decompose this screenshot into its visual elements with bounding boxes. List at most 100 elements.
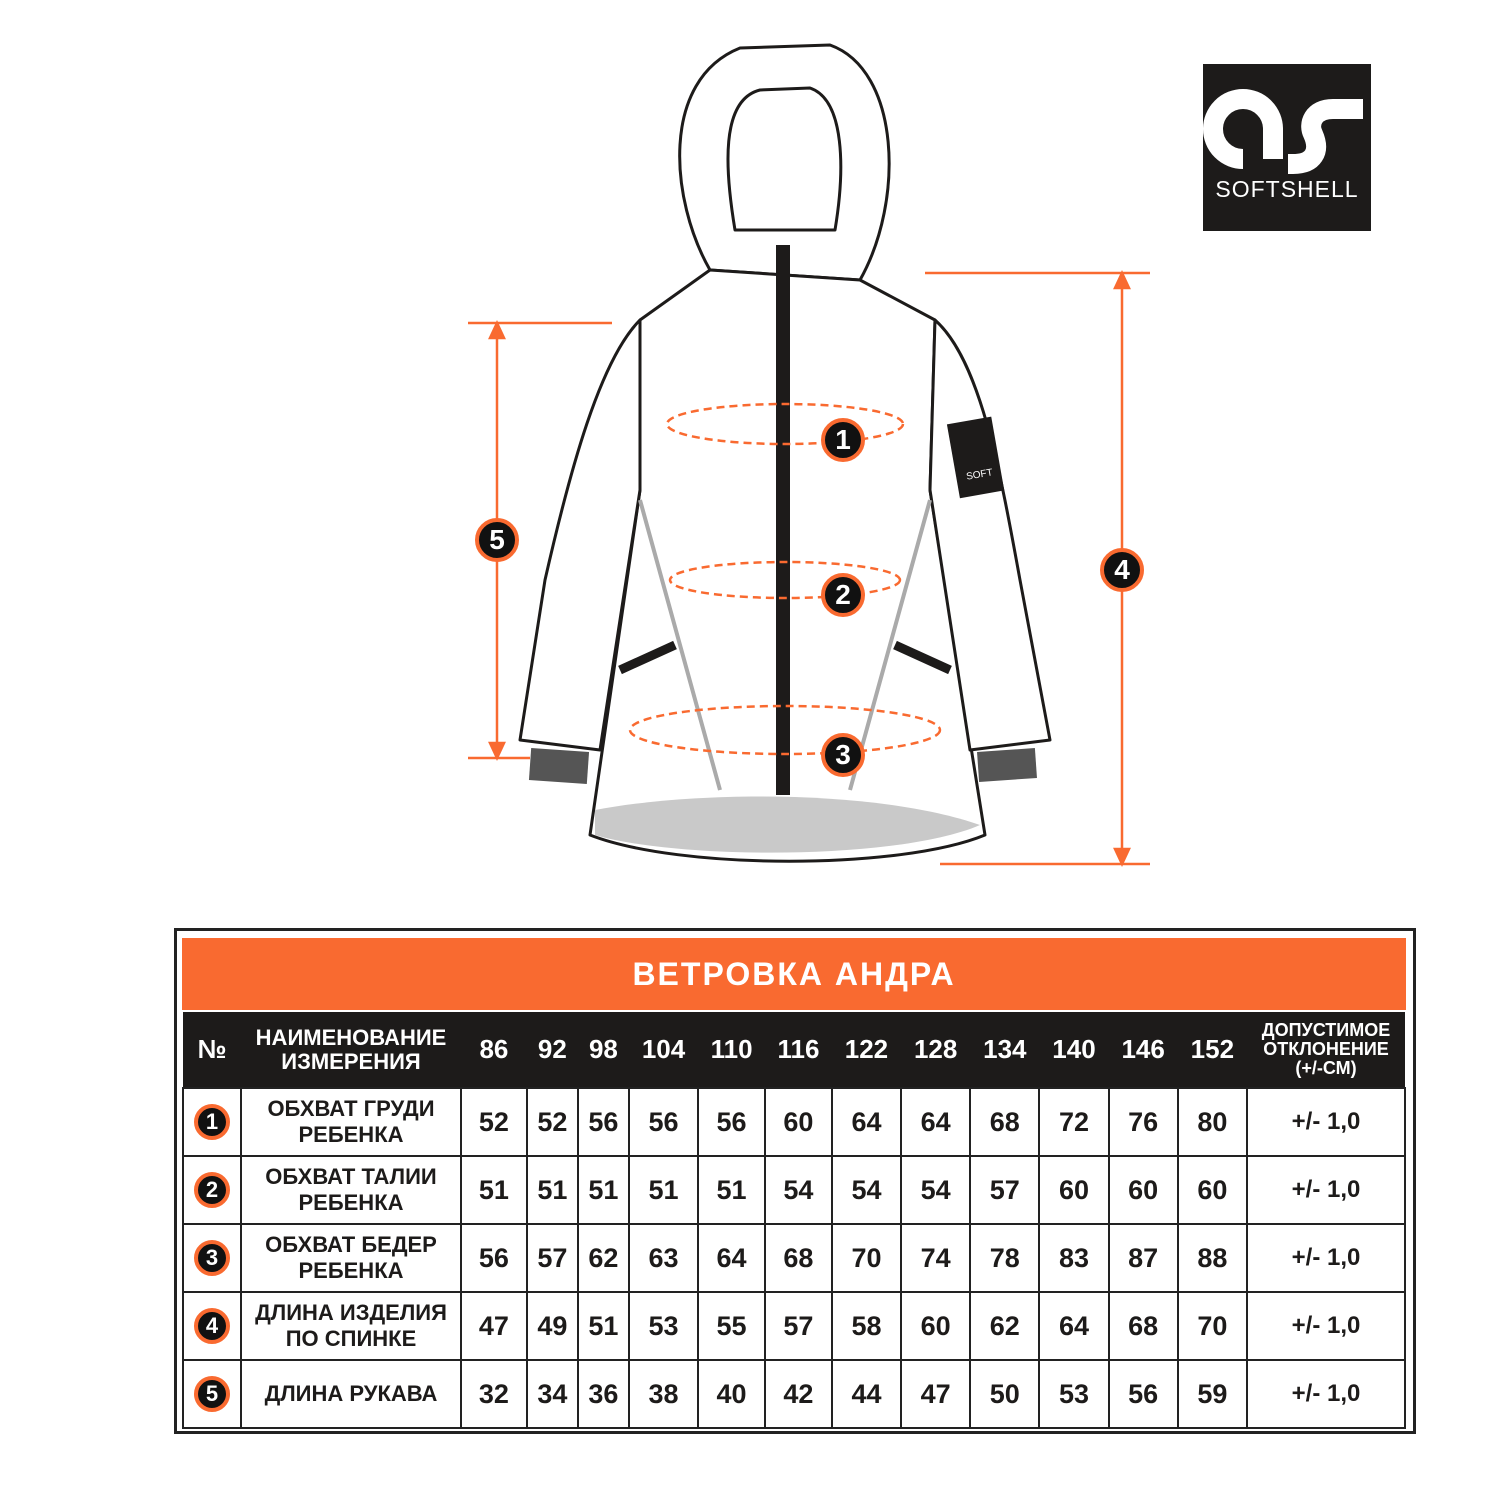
header-tolerance: ДОПУСТИМОЕ ОТКЛОНЕНИЕ (+/-СМ) xyxy=(1247,1012,1405,1088)
size-value: 53 xyxy=(1038,1359,1110,1429)
size-value: 60 xyxy=(1038,1155,1110,1225)
size-value: 76 xyxy=(1107,1087,1179,1157)
size-value: 63 xyxy=(627,1223,700,1293)
tolerance-value: +/- 1,0 xyxy=(1246,1359,1406,1429)
size-value: 70 xyxy=(1176,1291,1249,1361)
row-number-badge: 5 xyxy=(194,1376,230,1412)
size-value: 51 xyxy=(627,1155,700,1225)
marker-hips: 3 xyxy=(821,733,865,777)
marker-sleeve-length: 5 xyxy=(475,518,519,562)
row-number-badge: 1 xyxy=(194,1104,230,1140)
header-name: НАИМЕНОВАНИЕ ИЗМЕРЕНИЯ xyxy=(241,1012,461,1088)
size-value: 70 xyxy=(830,1223,903,1293)
size-value: 56 xyxy=(697,1087,766,1157)
row-number: 3 xyxy=(182,1223,242,1293)
size-value: 57 xyxy=(525,1223,579,1293)
marker-back-length: 4 xyxy=(1100,548,1144,592)
size-value: 51 xyxy=(525,1155,579,1225)
tolerance-value: +/- 1,0 xyxy=(1246,1291,1406,1361)
size-value: 68 xyxy=(969,1087,1041,1157)
size-value: 68 xyxy=(1107,1291,1179,1361)
size-value: 64 xyxy=(830,1087,903,1157)
size-value: 53 xyxy=(627,1291,700,1361)
header-size: 98 xyxy=(577,1012,629,1088)
size-value: 62 xyxy=(969,1291,1041,1361)
size-table: № НАИМЕНОВАНИЕ ИЗМЕРЕНИЯ 86 92 98 104 11… xyxy=(182,1012,1406,1429)
row-number: 1 xyxy=(182,1087,242,1157)
size-value: 52 xyxy=(525,1087,579,1157)
size-value: 56 xyxy=(576,1087,630,1157)
size-value: 54 xyxy=(900,1155,972,1225)
measurement-name: ОБХВАТ БЕДЕР РЕБЕНКА xyxy=(240,1223,462,1293)
size-value: 64 xyxy=(900,1087,972,1157)
header-size: 116 xyxy=(765,1012,832,1088)
size-value: 51 xyxy=(576,1291,630,1361)
row-number: 4 xyxy=(182,1291,242,1361)
size-value: 88 xyxy=(1176,1223,1249,1293)
header-size: 92 xyxy=(526,1012,578,1088)
header-size: 104 xyxy=(628,1012,699,1088)
size-value: 51 xyxy=(576,1155,630,1225)
header-num: № xyxy=(183,1012,241,1088)
size-value: 42 xyxy=(764,1359,833,1429)
size-value: 56 xyxy=(460,1223,528,1293)
size-value: 68 xyxy=(764,1223,833,1293)
row-number-badge: 4 xyxy=(194,1308,230,1344)
size-value: 40 xyxy=(697,1359,766,1429)
size-value: 57 xyxy=(969,1155,1041,1225)
header-size: 140 xyxy=(1039,1012,1109,1088)
size-value: 51 xyxy=(460,1155,528,1225)
table-title: ВЕТРОВКА АНДРА xyxy=(182,938,1406,1010)
size-value: 56 xyxy=(1107,1359,1179,1429)
size-value: 55 xyxy=(697,1291,766,1361)
row-number: 2 xyxy=(182,1155,242,1225)
sleeve-patch-text: SOFT xyxy=(965,467,993,482)
size-value: 34 xyxy=(525,1359,579,1429)
size-value: 83 xyxy=(1038,1223,1110,1293)
size-value: 80 xyxy=(1176,1087,1249,1157)
size-value: 54 xyxy=(764,1155,833,1225)
tolerance-value: +/- 1,0 xyxy=(1246,1155,1406,1225)
size-value: 58 xyxy=(830,1291,903,1361)
brand-logo: SOFTSHELL xyxy=(1203,64,1371,231)
size-value: 72 xyxy=(1038,1087,1110,1157)
size-value: 57 xyxy=(764,1291,833,1361)
size-value: 87 xyxy=(1107,1223,1179,1293)
size-value: 50 xyxy=(969,1359,1041,1429)
tolerance-value: +/- 1,0 xyxy=(1246,1223,1406,1293)
size-value: 36 xyxy=(576,1359,630,1429)
header-size: 86 xyxy=(461,1012,527,1088)
size-value: 64 xyxy=(1038,1291,1110,1361)
size-value: 32 xyxy=(460,1359,528,1429)
tolerance-value: +/- 1,0 xyxy=(1246,1087,1406,1157)
header-size: 122 xyxy=(831,1012,902,1088)
size-value: 62 xyxy=(576,1223,630,1293)
measurement-name: ОБХВАТ ТАЛИИ РЕБЕНКА xyxy=(240,1155,462,1225)
size-value: 60 xyxy=(1176,1155,1249,1225)
size-value: 59 xyxy=(1176,1359,1249,1429)
size-value: 56 xyxy=(627,1087,700,1157)
marker-waist: 2 xyxy=(821,573,865,617)
size-value: 64 xyxy=(697,1223,766,1293)
header-size: 146 xyxy=(1108,1012,1178,1088)
row-number-badge: 2 xyxy=(194,1172,230,1208)
row-number-badge: 3 xyxy=(194,1240,230,1276)
size-value: 49 xyxy=(525,1291,579,1361)
header-row: № НАИМЕНОВАНИЕ ИЗМЕРЕНИЯ 86 92 98 104 11… xyxy=(183,1012,1405,1088)
size-value: 78 xyxy=(969,1223,1041,1293)
header-size: 110 xyxy=(698,1012,765,1088)
size-value: 54 xyxy=(830,1155,903,1225)
size-value: 60 xyxy=(764,1087,833,1157)
size-table-frame xyxy=(174,928,1416,1434)
size-value: 47 xyxy=(460,1291,528,1361)
size-value: 38 xyxy=(627,1359,700,1429)
logo-mark-icon xyxy=(1203,89,1363,174)
size-value: 51 xyxy=(697,1155,766,1225)
marker-chest: 1 xyxy=(821,418,865,462)
size-value: 44 xyxy=(830,1359,903,1429)
logo-text: SOFTSHELL xyxy=(1215,176,1359,202)
size-value: 60 xyxy=(900,1291,972,1361)
